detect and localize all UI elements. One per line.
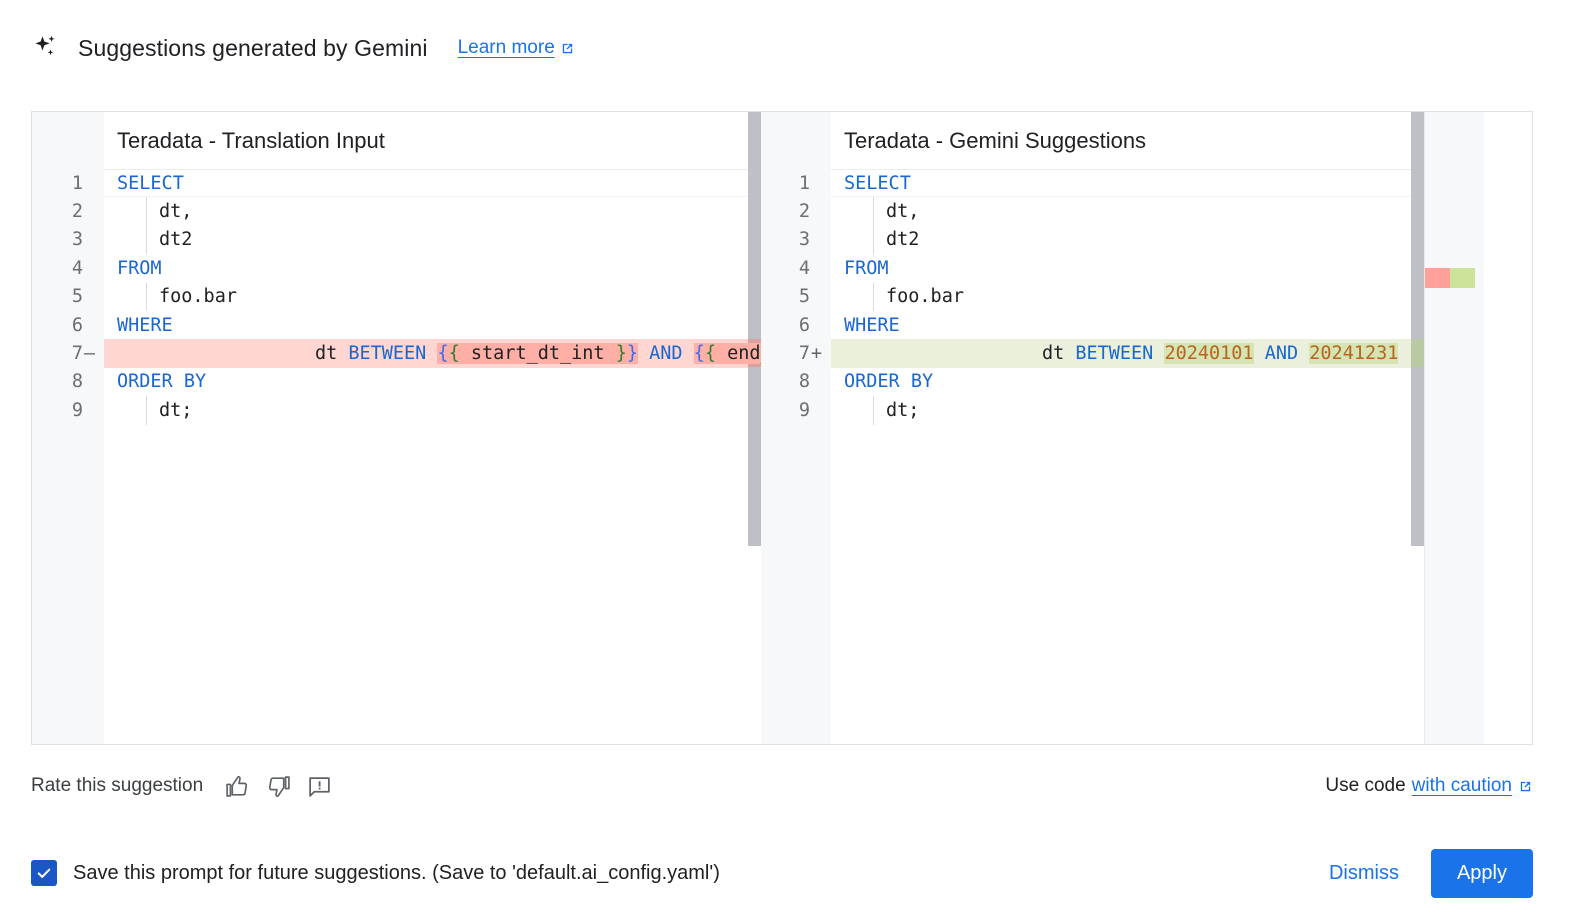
code-line: dt;: [159, 399, 193, 421]
pane-title-right: Teradata - Gemini Suggestions: [831, 112, 1484, 169]
line-number: 2: [71, 201, 83, 223]
use-code-prefix: Use code: [1325, 775, 1406, 796]
learn-more-label: Learn more: [457, 37, 555, 58]
code-line: FROM: [844, 257, 889, 279]
line-number: 6: [798, 314, 810, 336]
line-number: 6: [71, 314, 83, 336]
gutter-rows-right: 1 2 3 4 5 6: [761, 169, 831, 425]
diff-word-added: 20241231: [1309, 343, 1399, 365]
code-line-added: dt BETWEEN 20240101 AND 20241231: [831, 339, 1484, 368]
save-prompt-label: Save this prompt for future suggestions.…: [73, 861, 720, 884]
indent-guide: [873, 197, 874, 255]
overview-marker-added: [1450, 268, 1475, 288]
code-line: WHERE: [844, 314, 900, 336]
code-line: dt;: [886, 399, 920, 421]
line-number: 4: [798, 257, 810, 279]
diff-word-deleted: {{ start_dt_int }}: [437, 343, 638, 365]
line-number: 7: [798, 343, 810, 365]
code-lines-left: SELECT dt, dt2 FROM foo.bar WHERE dt BET…: [104, 169, 761, 425]
indent-guide: [146, 396, 147, 425]
scrollbar-diff-marker: [1411, 339, 1424, 367]
line-number: 2: [798, 201, 810, 223]
code-area-left[interactable]: Teradata - Translation Input SELECT dt, …: [104, 112, 761, 744]
line-number: 8: [71, 371, 83, 393]
diff-marker-deleted: —: [83, 343, 96, 365]
diff-word-deleted: {{ end_dt_int }}: [693, 343, 761, 365]
page-title: Suggestions generated by Gemini: [78, 34, 428, 61]
scrollbar-left[interactable]: [748, 112, 761, 744]
diff-marker-added: +: [810, 343, 823, 365]
use-code-note: Use code with caution: [1325, 775, 1533, 797]
code-line: foo.bar: [886, 286, 964, 308]
learn-more-link[interactable]: Learn more: [458, 37, 575, 59]
external-link-icon: [562, 43, 572, 53]
apply-button[interactable]: Apply: [1430, 848, 1533, 898]
diff-pane-input: 1 2 3 4 5 6: [32, 112, 761, 744]
code-line: SELECT: [831, 169, 1484, 197]
line-number: 1: [71, 172, 83, 194]
code-line: dt,: [159, 201, 193, 223]
overview-marker-deleted: [1425, 268, 1450, 288]
indent-guide: [873, 396, 874, 425]
footer-bar: Save this prompt for future suggestions.…: [31, 845, 1533, 901]
code-line-deleted: dt BETWEEN {{ start_dt_int }} AND {{ end…: [104, 339, 761, 368]
dismiss-button[interactable]: Dismiss: [1313, 852, 1415, 895]
line-number-gutter-left: 1 2 3 4 5 6: [32, 112, 104, 744]
line-number: 9: [798, 399, 810, 421]
code-line: dt,: [886, 201, 920, 223]
code-line: SELECT: [104, 169, 761, 197]
sparkle-icon: [35, 35, 55, 56]
rate-label: Rate this suggestion: [31, 775, 204, 796]
scrollbar-thumb[interactable]: [748, 112, 761, 546]
diff-word-added: 20240101: [1164, 343, 1254, 365]
rate-icon-group: [225, 774, 332, 799]
line-number: 5: [71, 286, 83, 308]
code-line: ORDER BY: [117, 371, 207, 393]
line-number: 9: [71, 399, 83, 421]
indent-guide: [873, 282, 874, 311]
thumb-up-icon[interactable]: [225, 774, 250, 799]
line-number-gutter-right: 1 2 3 4 5 6: [761, 112, 831, 744]
line-number: 4: [71, 257, 83, 279]
pane-title-left: Teradata - Translation Input: [104, 112, 761, 169]
check-icon: [37, 868, 51, 878]
overview-ruler[interactable]: [1424, 112, 1484, 744]
rate-suggestion-bar: Rate this suggestion Use code with cauti…: [31, 765, 1533, 807]
panel-header: Suggestions generated by Gemini Learn mo…: [30, 26, 575, 70]
line-number: 7: [71, 343, 83, 365]
footer-button-group: Dismiss Apply: [1313, 848, 1533, 898]
report-feedback-icon[interactable]: [307, 774, 332, 799]
indent-guide: [146, 282, 147, 311]
scrollbar-thumb[interactable]: [1411, 112, 1424, 546]
save-prompt-checkbox[interactable]: [31, 860, 57, 886]
code-line: dt2: [159, 229, 193, 251]
code-line: ORDER BY: [844, 371, 934, 393]
line-number: 3: [798, 229, 810, 251]
save-prompt-checkbox-row[interactable]: Save this prompt for future suggestions.…: [31, 860, 720, 886]
line-number: 5: [798, 286, 810, 308]
diff-pane-suggestion: 1 2 3 4 5 6: [761, 112, 1484, 744]
code-line: WHERE: [117, 314, 173, 336]
with-caution-link[interactable]: with caution: [1412, 775, 1533, 797]
scrollbar-right[interactable]: [1411, 112, 1424, 744]
external-link-icon: [1520, 781, 1531, 791]
line-number: 1: [798, 172, 810, 194]
line-number: 8: [798, 371, 810, 393]
code-line: foo.bar: [159, 286, 237, 308]
code-lines-right: SELECT dt, dt2 FROM foo.bar WHERE dt BET…: [831, 169, 1484, 425]
code-line: dt2: [886, 229, 920, 251]
with-caution-label: with caution: [1411, 775, 1512, 796]
indent-guide: [146, 197, 147, 255]
thumb-down-icon[interactable]: [266, 774, 291, 799]
gutter-rows-left: 1 2 3 4 5 6: [32, 169, 104, 425]
diff-viewer: 1 2 3 4 5 6: [31, 111, 1533, 745]
line-number: 3: [71, 229, 83, 251]
code-line: FROM: [117, 257, 162, 279]
code-area-right[interactable]: Teradata - Gemini Suggestions SELECT dt,…: [831, 112, 1484, 744]
